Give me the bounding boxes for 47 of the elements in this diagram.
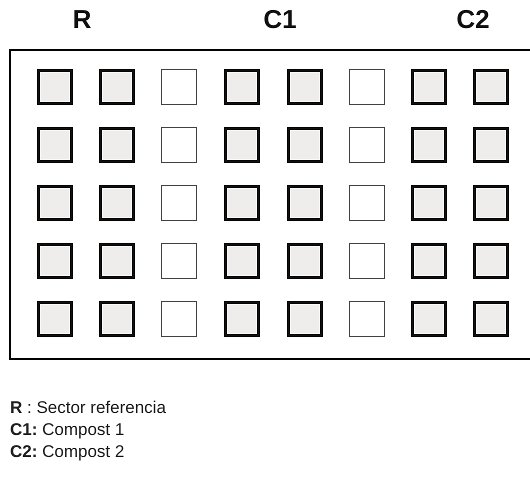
- empty-plot: [161, 69, 197, 105]
- shaded-plot: [287, 301, 323, 337]
- shaded-plot: [224, 69, 260, 105]
- shaded-plot: [224, 243, 260, 279]
- shaded-plot: [37, 301, 73, 337]
- shaded-plot: [287, 127, 323, 163]
- empty-plot: [349, 69, 385, 105]
- shaded-plot: [473, 69, 509, 105]
- legend-text: C2: Compost 2: [10, 442, 126, 462]
- legend-text: C1: Compost 1: [10, 420, 126, 440]
- empty-plot: [161, 301, 197, 337]
- shaded-plot: [224, 185, 260, 221]
- empty-plot: [161, 185, 197, 221]
- shaded-plot: [411, 69, 447, 105]
- shaded-plot: [99, 69, 135, 105]
- shaded-plot: [37, 185, 73, 221]
- empty-plot: [161, 243, 197, 279]
- column-heading: C1: [263, 4, 297, 35]
- shaded-plot: [37, 127, 73, 163]
- shaded-plot: [37, 243, 73, 279]
- empty-plot: [161, 127, 197, 163]
- column-heading: C2: [456, 4, 490, 35]
- shaded-plot: [287, 185, 323, 221]
- shaded-plot: [473, 243, 509, 279]
- shaded-plot: [287, 69, 323, 105]
- shaded-plot: [287, 243, 323, 279]
- shaded-plot: [99, 301, 135, 337]
- column-heading: R: [72, 4, 92, 35]
- shaded-plot: [37, 69, 73, 105]
- shaded-plot: [473, 127, 509, 163]
- shaded-plot: [411, 301, 447, 337]
- shaded-plot: [224, 127, 260, 163]
- empty-plot: [349, 127, 385, 163]
- shaded-plot: [411, 243, 447, 279]
- shaded-plot: [99, 243, 135, 279]
- shaded-plot: [473, 185, 509, 221]
- field-plot-area: [9, 49, 530, 360]
- empty-plot: [349, 243, 385, 279]
- shaded-plot: [411, 127, 447, 163]
- shaded-plot: [99, 127, 135, 163]
- shaded-plot: [411, 185, 447, 221]
- shaded-plot: [473, 301, 509, 337]
- legend-text: R : Sector referencia: [10, 398, 166, 418]
- shaded-plot: [99, 185, 135, 221]
- empty-plot: [349, 301, 385, 337]
- shaded-plot: [224, 301, 260, 337]
- empty-plot: [349, 185, 385, 221]
